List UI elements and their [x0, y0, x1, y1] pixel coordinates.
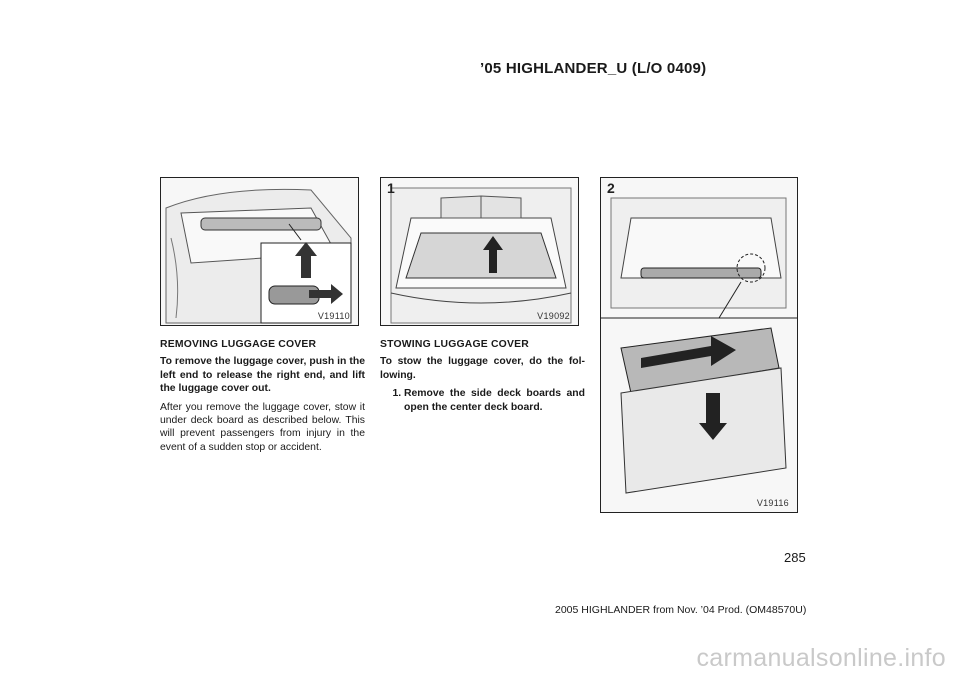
watermark: carmanualsonline.info: [696, 644, 946, 672]
illustration-cargo-area-open-board: [390, 187, 572, 324]
figure-step-2: 2 V19116: [600, 177, 798, 513]
intro-text: To stow the luggage cover, do the fol- l…: [380, 356, 585, 381]
section-heading: STOWING LUGGAGE COVER: [380, 339, 529, 350]
footer-text: 2005 HIGHLANDER from Nov. ’04 Prod. (OM4…: [555, 604, 807, 616]
header-title: ’05 HIGHLANDER_U (L/O 0409): [480, 60, 707, 77]
figure-step-1: 1 V19092: [380, 177, 579, 326]
figure-code: V19116: [756, 498, 789, 508]
instruction-text: To remove the luggage cover, push in the…: [160, 356, 365, 395]
body-text: After you remove the luggage cover, stow…: [160, 401, 365, 453]
section-stowing-luggage-cover: STOWING LUGGAGE COVER To stow the luggag…: [380, 338, 585, 414]
illustration-stow-cover-under-board: [601, 197, 797, 494]
step-item: Remove the side deck boards and open the…: [404, 387, 585, 414]
illustration-car-rear-cover: [165, 188, 352, 324]
figure-code: V19092: [537, 311, 570, 321]
section-removing-luggage-cover: REMOVING LUGGAGE COVER To remove the lug…: [160, 338, 365, 459]
figure-code: V19110: [317, 311, 350, 321]
figure-number: 1: [387, 180, 395, 196]
section-heading: REMOVING LUGGAGE COVER: [160, 339, 317, 350]
page-number: 285: [784, 550, 806, 565]
steps-list: Remove the side deck boards and open the…: [380, 387, 585, 414]
figure-removing-cover: V19110: [160, 177, 359, 326]
figure-number: 2: [607, 180, 615, 196]
